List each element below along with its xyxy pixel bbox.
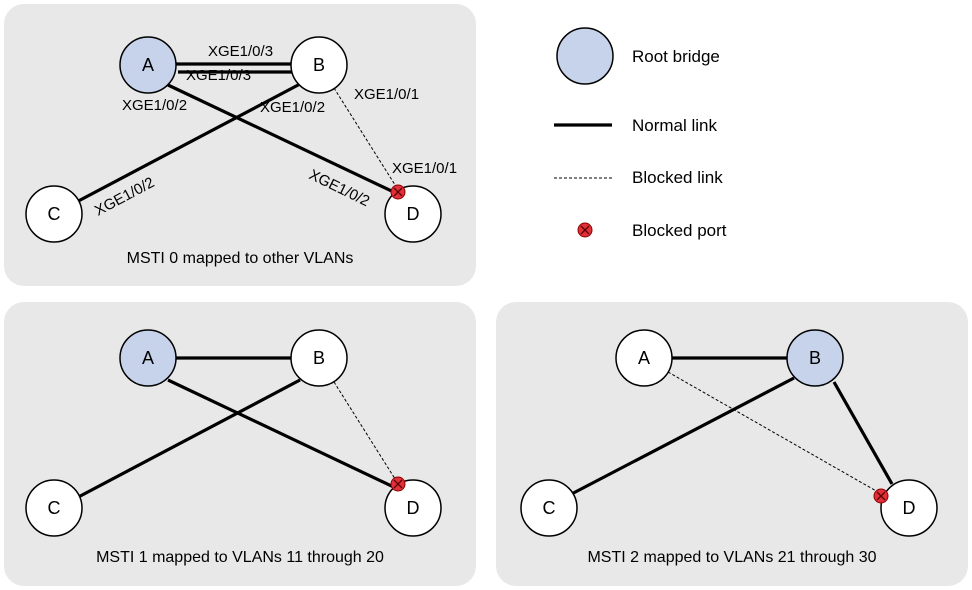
node-c: C: [25, 479, 83, 537]
node-a-label: A: [142, 348, 154, 368]
legend-blocked-port-x-icon: [580, 225, 590, 235]
node-d: D: [384, 479, 442, 537]
node-d: D: [880, 479, 938, 537]
node-b-circle: [290, 36, 348, 94]
link-b-c: [66, 378, 301, 505]
legend-root-bridge-label: Root bridge: [632, 47, 720, 66]
link-b-d: [832, 381, 894, 485]
panel-1-nodes: A B C D: [25, 329, 442, 537]
node-a: A: [119, 329, 177, 387]
panel-2-caption: MSTI 2 mapped to VLANs 21 through 30: [587, 549, 876, 566]
node-b-circle: [786, 329, 844, 387]
node-b-circle: [290, 329, 348, 387]
panel-1-blocked-port: [390, 476, 406, 492]
node-c-label: C: [48, 498, 61, 518]
node-b-label: B: [313, 55, 325, 75]
blocked-port-x-icon: [393, 479, 403, 489]
legend: Root bridge Normal link Blocked link Blo…: [554, 27, 727, 240]
blocked-port-x-icon: [876, 491, 886, 501]
legend-root-bridge-icon: [556, 27, 614, 85]
link-a-d: [167, 83, 401, 197]
node-b-label: B: [809, 348, 821, 368]
panel-0-blocked-port: [390, 184, 406, 200]
link-b-c: [66, 82, 301, 209]
node-b-label: B: [313, 348, 325, 368]
node-c: C: [25, 185, 83, 243]
panel-msti-2: [496, 302, 968, 586]
panel-2-links: [559, 356, 894, 502]
port-label-d-b: XGE1/0/1: [392, 160, 457, 177]
node-c: C: [520, 479, 578, 537]
node-d-circle: [384, 185, 442, 243]
node-a: A: [615, 329, 673, 387]
node-d-label: D: [407, 498, 420, 518]
link-a-d-blocked: [667, 371, 879, 493]
legend-blocked-port-label: Blocked port: [632, 221, 727, 240]
node-c-circle: [520, 479, 578, 537]
node-a-circle: [119, 36, 177, 94]
node-b: B: [290, 36, 348, 94]
port-label-a-b-top: XGE1/0/3: [208, 43, 273, 60]
node-c-circle: [25, 185, 83, 243]
node-d-label: D: [407, 204, 420, 224]
link-a-d: [167, 378, 401, 492]
node-d: D: [384, 185, 442, 243]
node-c-label: C: [48, 204, 61, 224]
node-c-circle: [25, 479, 83, 537]
legend-blocked-link-label: Blocked link: [632, 168, 723, 187]
panel-1-caption: MSTI 1 mapped to VLANs 11 through 20: [96, 549, 384, 566]
node-d-circle: [384, 479, 442, 537]
panel-0-caption: MSTI 0 mapped to other VLANs: [127, 250, 354, 267]
blocked-port-x-icon: [393, 187, 403, 197]
port-label-b-d: XGE1/0/1: [354, 86, 419, 103]
panel-0-nodes: A B C D: [25, 36, 442, 243]
panel-msti-1: [4, 302, 476, 586]
node-a-circle: [615, 329, 673, 387]
node-d-label: D: [903, 498, 916, 518]
node-a-label: A: [638, 348, 650, 368]
node-b: B: [290, 329, 348, 387]
node-d-circle: [880, 479, 938, 537]
panel-0-links: [66, 62, 401, 209]
port-label-b-c: XGE1/0/2: [260, 99, 325, 116]
node-a-label: A: [142, 55, 154, 75]
port-label-a-d: XGE1/0/2: [122, 97, 187, 114]
panel-2-blocked-port: [873, 488, 889, 504]
panel-2-nodes: A B C D: [520, 329, 938, 537]
node-a: A: [119, 36, 177, 94]
panel-1-links: [66, 356, 401, 505]
node-b: B: [786, 329, 844, 387]
link-b-c: [559, 376, 795, 502]
legend-normal-link-label: Normal link: [632, 116, 718, 135]
node-c-label: C: [543, 498, 556, 518]
port-label-a-b-bottom: XGE1/0/3: [186, 67, 251, 84]
node-a-circle: [119, 329, 177, 387]
